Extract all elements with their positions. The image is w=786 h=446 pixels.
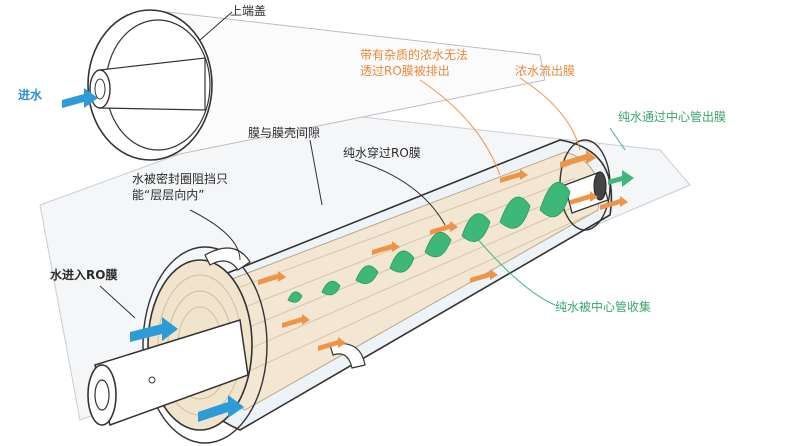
label-seal-line1: 水被密封圈阻挡只 bbox=[132, 172, 229, 186]
label-membrane-gap: 膜与膜壳间隙 bbox=[248, 126, 321, 140]
label-pure-out-center: 纯水通过中心管出膜 bbox=[618, 110, 727, 124]
label-pure-through-ro: 纯水穿过RO膜 bbox=[343, 146, 421, 160]
label-concentrate-line2: 透过RO膜被排出 bbox=[360, 64, 450, 78]
label-water-into-ro: 水进入RO膜 bbox=[50, 268, 118, 282]
pure-water-bands bbox=[287, 181, 571, 303]
pure-water-out-arrow bbox=[608, 170, 634, 187]
label-pure-collected: 纯水被中心管收集 bbox=[555, 300, 652, 314]
concentrate-arrows bbox=[258, 150, 628, 351]
membrane-cylinder bbox=[87, 139, 613, 444]
label-water-in: 进水 bbox=[18, 88, 43, 102]
label-concentrate-line1: 带有杂质的浓水无法 bbox=[360, 48, 469, 62]
label-concentrate-out: 浓水流出膜 bbox=[515, 64, 576, 78]
callout-lines bbox=[99, 11, 626, 319]
top-end-cap-drawing bbox=[87, 9, 546, 161]
feed-water-arrows bbox=[62, 88, 244, 422]
label-seal-line2: 能“层层向内” bbox=[132, 188, 205, 202]
label-top-end-cap: 上端盖 bbox=[230, 4, 267, 18]
